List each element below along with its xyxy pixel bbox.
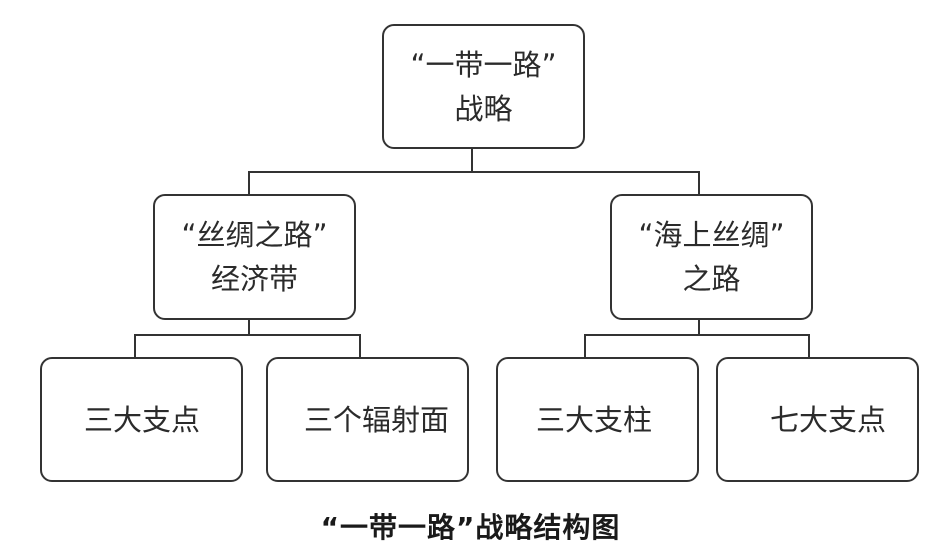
diagram-caption: “一带一路”战略结构图 (320, 511, 621, 544)
node-right-line1: “海上丝绸” (638, 218, 785, 252)
node-maritime-silk-road: “海上丝绸” 之路 (610, 194, 813, 320)
node-r1-label: 三大支柱 (536, 402, 653, 437)
node-root-line1: “一带一路” (410, 47, 557, 82)
node-r2-label: 七大支点 (770, 402, 887, 437)
node-l1-label: 三大支点 (84, 402, 201, 437)
node-left-line1: “丝绸之路” (181, 218, 328, 252)
node-left-line2: 经济带 (210, 262, 298, 296)
node-belt-and-road-strategy: “一带一路” 战略 (382, 24, 585, 149)
node-three-pillars: 三大支柱 (496, 357, 699, 482)
node-seven-pivots: 七大支点 (716, 357, 919, 482)
node-root-line2: 战略 (454, 91, 513, 126)
node-silk-road-economic-belt: “丝绸之路” 经济带 (153, 194, 356, 320)
node-three-pivots: 三大支点 (40, 357, 243, 482)
node-l2-label: 三个辐射面 (304, 402, 450, 437)
node-three-radiation-areas: 三个辐射面 (266, 357, 469, 482)
node-right-line2: 之路 (682, 262, 741, 296)
